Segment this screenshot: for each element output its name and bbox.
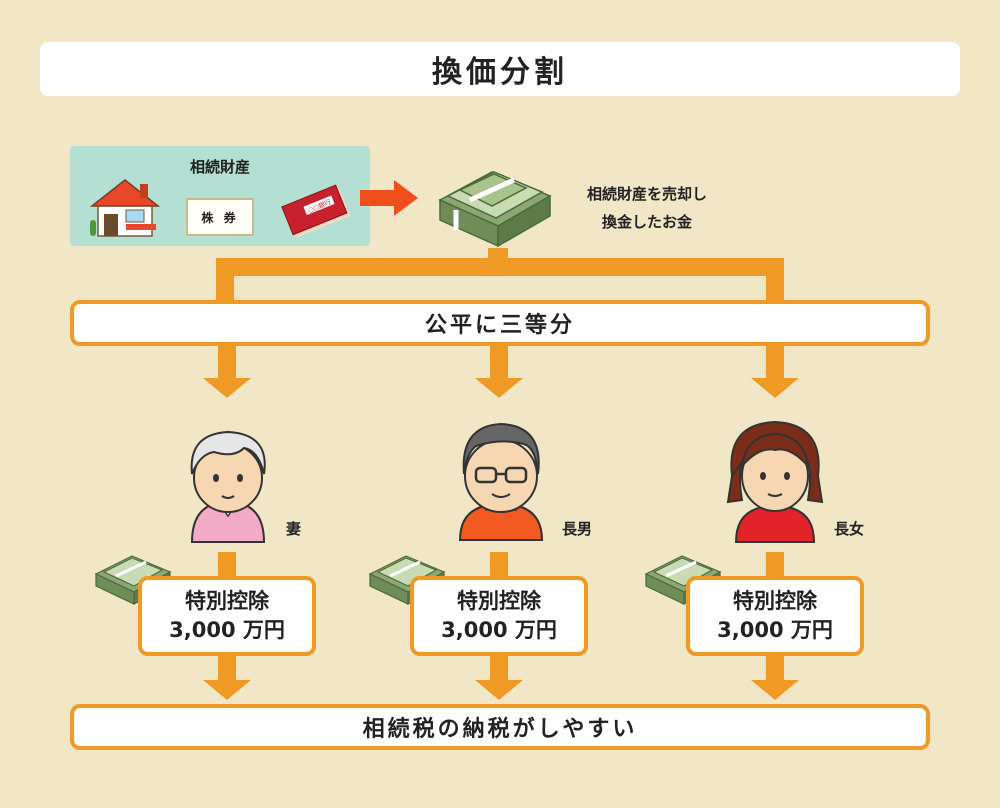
deduction-title: 特別控除 (733, 589, 817, 613)
page-title: 換価分割 (40, 42, 960, 96)
deduction-title: 特別控除 (457, 589, 541, 613)
sale-note-line2: 換金したお金 (601, 213, 692, 231)
house-icon (89, 179, 161, 237)
convert-arrow-icon (360, 180, 418, 216)
stock-label: 株 券 (201, 210, 239, 225)
sale-note: 相続財産を売却し 換金したお金 (572, 180, 722, 236)
assets-label: 相続財産 (189, 158, 250, 176)
deduction-amount: 3,000 万円 (717, 618, 833, 642)
heir-label-wife: 妻 (286, 520, 302, 538)
stock-certificate-icon: 株 券 (186, 198, 254, 236)
special-deduction-box-eldest-daughter: 特別控除 3,000 万円 (686, 576, 864, 656)
special-deduction-box-eldest-son: 特別控除 3,000 万円 (410, 576, 588, 656)
heir-label-eldest-son: 長男 (562, 520, 593, 538)
cash-stack-icon (94, 555, 172, 606)
bankbook-icon: ○○銀行 (281, 184, 351, 238)
deduction-amount: 3,000 万円 (441, 618, 557, 642)
heir-label-eldest-daughter: 長女 (834, 520, 865, 538)
deduction-amount: 3,000 万円 (169, 618, 285, 642)
sale-note-line1: 相続財産を売却し (586, 185, 707, 203)
cash-stack-icon (438, 171, 552, 248)
eldest-daughter-avatar-icon (726, 420, 824, 543)
inherited-assets-panel: 相続財産 株 券 ○○銀行 (70, 146, 370, 246)
divide-equally-box: 公平に三等分 (70, 300, 930, 346)
result-box: 相続税の納税がしやすい (70, 704, 930, 750)
wife-avatar-icon (190, 430, 266, 543)
deduction-title: 特別控除 (185, 589, 269, 613)
eldest-son-avatar-icon (458, 422, 544, 541)
special-deduction-box-wife: 特別控除 3,000 万円 (138, 576, 316, 656)
